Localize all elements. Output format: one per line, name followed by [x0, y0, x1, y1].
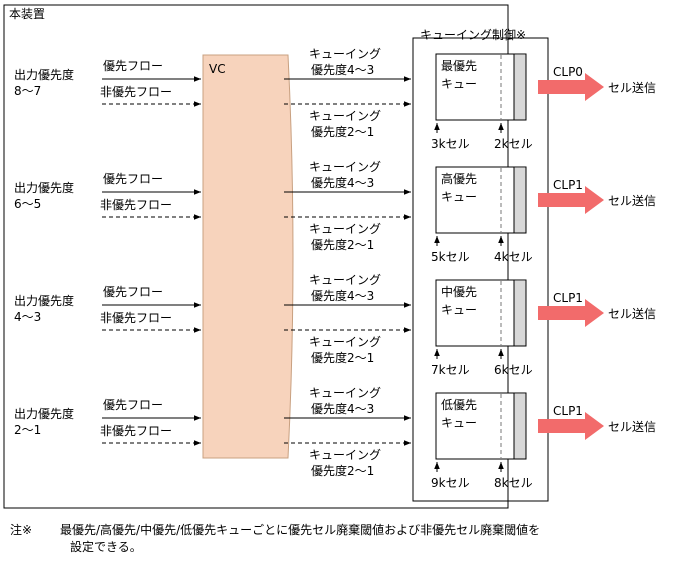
queue-fill-shade	[514, 281, 526, 346]
threshold-left-label: 3kセル	[431, 137, 470, 151]
queue-control-block	[412, 37, 549, 502]
send-arrow	[538, 412, 604, 440]
vc-label: VC	[209, 62, 226, 76]
cell-send-label: セル送信	[608, 80, 656, 95]
device-title: 本装置	[9, 7, 45, 21]
output-priority-range: 2〜1	[14, 423, 41, 437]
clp-label: CLP1	[553, 178, 583, 192]
priority-flow-label: 優先フロー	[103, 172, 163, 186]
priority-flow-label: 優先フロー	[103, 285, 163, 299]
rows-layer: 出力優先度8〜7優先フロー非優先フローキューイング優先度4〜3キューイング優先度…	[14, 47, 656, 490]
cell-send-label: セル送信	[608, 193, 656, 208]
cell-send-label: セル送信	[608, 419, 656, 434]
queueing-label-lower: キューイング	[309, 448, 381, 462]
priority-level-upper: 優先度4〜3	[311, 401, 374, 416]
clp-label: CLP1	[553, 291, 583, 305]
queue-name: 中優先	[441, 284, 477, 299]
priority-level-lower: 優先度2〜1	[311, 350, 374, 365]
queue-box	[435, 392, 527, 460]
footnote: 注※ 最優先/高優先/中優先/低優先キューごとに優先セル廃棄閾値および非優先セル廃…	[10, 522, 660, 556]
non-priority-flow-label: 非優先フロー	[100, 85, 172, 99]
output-priority-range: 6〜5	[14, 197, 41, 211]
threshold-right-label: 6kセル	[494, 363, 533, 377]
queue-box	[435, 279, 527, 347]
queue-name-suffix: キュー	[441, 303, 477, 317]
output-priority-label: 出力優先度	[14, 67, 74, 82]
clp-label: CLP1	[553, 404, 583, 418]
output-priority-label: 出力優先度	[14, 406, 74, 421]
vc-block	[202, 54, 294, 459]
queueing-label-lower: キューイング	[309, 109, 381, 123]
priority-level-upper: 優先度4〜3	[311, 175, 374, 190]
non-priority-flow-label: 非優先フロー	[100, 424, 172, 438]
send-arrow	[538, 186, 604, 214]
device-frame	[3, 4, 509, 509]
output-priority-range: 8〜7	[14, 84, 41, 98]
threshold-left-label: 5kセル	[431, 250, 470, 264]
queue-name-suffix: キュー	[441, 416, 477, 430]
footnote-line2: 設定できる。	[70, 540, 142, 554]
queue-name: 最優先	[441, 59, 477, 73]
priority-level-lower: 優先度2〜1	[311, 463, 374, 478]
priority-level-lower: 優先度2〜1	[311, 237, 374, 252]
send-arrow	[538, 73, 604, 101]
threshold-right-label: 4kセル	[494, 250, 533, 264]
footnote-mark: 注※	[10, 523, 33, 537]
cell-send-label: セル送信	[608, 306, 656, 321]
output-priority-range: 4〜3	[14, 310, 41, 324]
queueing-label-upper: キューイング	[309, 47, 381, 61]
queue-box	[435, 166, 527, 234]
priority-flow-label: 優先フロー	[103, 398, 163, 412]
queue-fill-shade	[514, 394, 526, 459]
footnote-line1: 最優先/高優先/中優先/低優先キューごとに優先セル廃棄閾値および非優先セル廃棄閾…	[60, 523, 541, 537]
queue-name: 低優先	[441, 398, 477, 412]
queue-name: 高優先	[441, 171, 477, 186]
output-priority-label: 出力優先度	[14, 180, 74, 195]
threshold-left-label: 9kセル	[431, 476, 470, 490]
priority-level-upper: 優先度4〜3	[311, 62, 374, 77]
queueing-label-upper: キューイング	[309, 273, 381, 287]
non-priority-flow-label: 非優先フロー	[100, 311, 172, 325]
send-arrow	[538, 299, 604, 327]
priority-level-upper: 優先度4〜3	[311, 288, 374, 303]
clp-label: CLP0	[553, 65, 583, 79]
queueing-label-upper: キューイング	[309, 386, 381, 400]
output-priority-label: 出力優先度	[14, 293, 74, 308]
priority-level-lower: 優先度2〜1	[311, 124, 374, 139]
queue-box	[435, 53, 527, 121]
queueing-label-upper: キューイング	[309, 160, 381, 174]
priority-flow-label: 優先フロー	[103, 59, 163, 73]
queue-name-suffix: キュー	[441, 77, 477, 91]
queue-fill-shade	[514, 168, 526, 233]
queueing-label-lower: キューイング	[309, 222, 381, 236]
threshold-left-label: 7kセル	[431, 363, 470, 377]
queue-control-title: キューイング制御※	[420, 27, 526, 42]
queueing-label-lower: キューイング	[309, 335, 381, 349]
queue-fill-shade	[514, 55, 526, 120]
non-priority-flow-label: 非優先フロー	[100, 198, 172, 212]
threshold-right-label: 2kセル	[494, 137, 533, 151]
queue-name-suffix: キュー	[441, 190, 477, 204]
threshold-right-label: 8kセル	[494, 476, 533, 490]
